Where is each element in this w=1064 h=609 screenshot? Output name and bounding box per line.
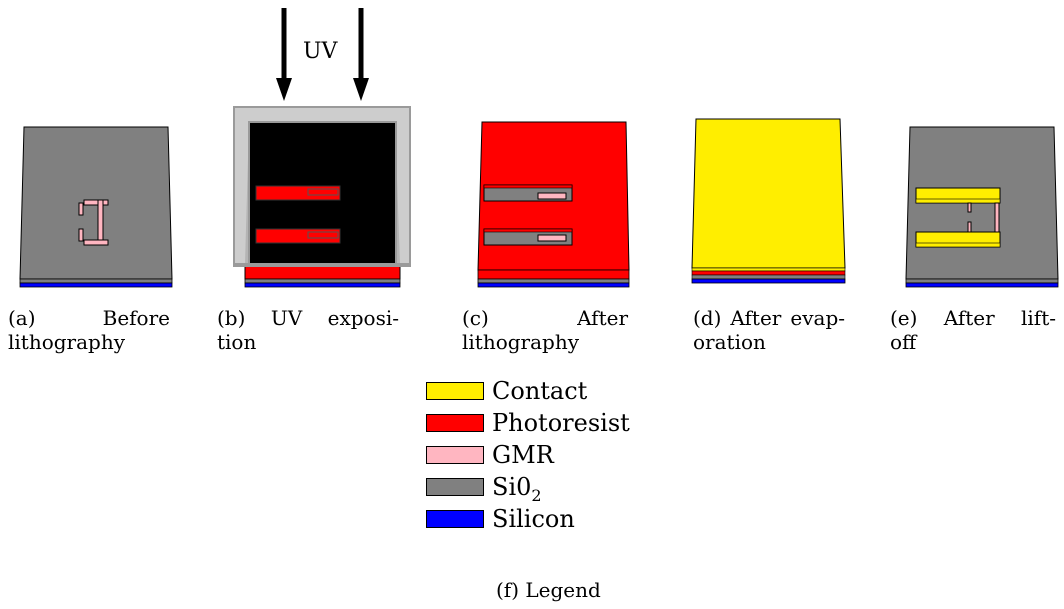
panel-b-exposed-bar-top — [255, 185, 341, 201]
panel-d-contact-layer — [691, 267, 846, 272]
caption-a-line1: (a) Before — [8, 306, 170, 330]
legend-label-gmr: GMR — [492, 441, 554, 469]
panel-c-opening-top — [483, 184, 573, 202]
panel-e-contact-top — [915, 187, 1001, 204]
legend-swatch-photoresist — [426, 414, 484, 432]
process-diagram: UV — [19, 8, 1059, 288]
panel-a-silicon-layer — [19, 282, 173, 288]
uv-arrow-right — [353, 8, 369, 101]
panel-d-contact-top — [691, 118, 846, 269]
panel-b-silicon-layer — [244, 282, 401, 288]
caption-b-line2: tion — [217, 330, 257, 354]
panel-c-photoresist-layer — [477, 269, 630, 280]
legend-swatch-gmr — [426, 446, 484, 464]
caption-e-line2: off — [890, 330, 917, 354]
legend-label-sio2-subscript: 2 — [531, 485, 542, 505]
caption-c-line2: lithography — [462, 330, 580, 354]
legend-label-photoresist: Photoresist — [492, 409, 630, 437]
caption-d-line2: oration — [693, 330, 766, 354]
legend-label-silicon: Silicon — [492, 505, 575, 533]
legend-swatch-sio2 — [426, 478, 484, 496]
uv-arrow-left — [276, 8, 292, 101]
panel-a-sio2-layer — [19, 278, 173, 284]
panel-a-gmr-sensor — [78, 199, 109, 246]
uv-label: UV — [303, 39, 339, 64]
legend-swatch-contact — [426, 382, 484, 400]
caption-b: (b) UV exposi- tion — [217, 306, 399, 354]
caption-d: (d) After evap- oration — [693, 306, 845, 354]
panel-b-mask-frame — [233, 106, 411, 267]
panel-d-sio2-layer — [691, 274, 846, 280]
panel-b-sio2-layer — [244, 278, 401, 284]
panel-c-opening-bottom — [483, 228, 573, 246]
caption-a-line2: lithography — [8, 330, 126, 354]
legend-label-sio2-base: Si0 — [492, 473, 532, 501]
legend-label-contact: Contact — [492, 377, 588, 405]
legend-swatch-silicon — [426, 510, 484, 528]
caption-e: (e) After lift- off — [890, 306, 1056, 354]
panel-c-silicon-layer — [477, 282, 630, 288]
panel-e-sio2-layer — [905, 278, 1059, 284]
caption-c-line1: (c) After — [462, 306, 628, 330]
panel-d-wafer — [691, 118, 846, 284]
panel-a-wafer — [19, 126, 173, 288]
caption-c: (c) After lithography — [462, 306, 628, 354]
panel-b-wafer: UV — [233, 8, 411, 288]
caption-d-line1: (d) After evap- — [693, 306, 845, 330]
panel-e-gmr-sensor — [967, 202, 1000, 233]
legend-label-sio2: Si02 — [492, 473, 542, 510]
panel-d-photoresist-layer — [691, 270, 846, 276]
caption-a: (a) Before lithography — [8, 306, 170, 354]
legend-caption: (f) Legend — [496, 578, 601, 602]
panel-e-wafer — [905, 126, 1059, 288]
panel-e-silicon-layer — [905, 282, 1059, 288]
caption-e-line1: (e) After lift- — [890, 306, 1056, 330]
panel-e-contact-bottom — [915, 231, 1001, 248]
panel-c-wafer — [477, 121, 630, 288]
panel-b-exposed-bar-bottom — [255, 228, 341, 244]
panel-c-sio2-layer — [477, 278, 630, 284]
caption-b-line1: (b) UV exposi- — [217, 306, 399, 330]
panel-d-silicon-layer — [691, 278, 846, 284]
